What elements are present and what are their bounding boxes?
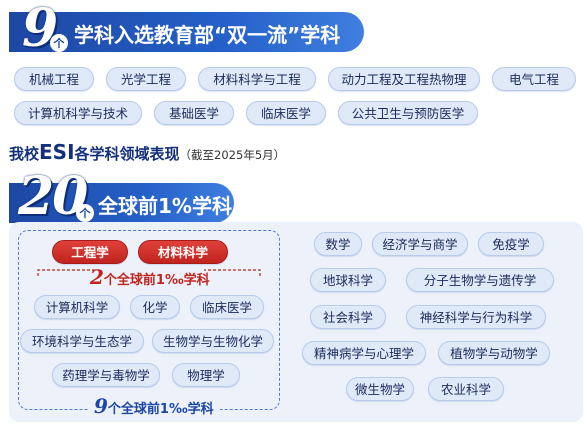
top-permille-bracket	[37, 269, 261, 276]
subject-pill: 农业科学	[428, 377, 504, 401]
subject-pill: 数学	[314, 232, 362, 256]
discipline-pill: 公共卫生与预防医学	[338, 101, 478, 125]
esi-heading: 我校ESI各学科领域表现（截至2025年5月）	[9, 140, 286, 164]
subject-pill: 计算机科学	[34, 295, 120, 319]
section1-number: 9	[22, 0, 58, 59]
section2-number: 20	[18, 166, 88, 227]
subject-pill: 物理学	[172, 363, 240, 387]
section1-title: 学科入选教育部“双一流”学科	[74, 23, 341, 47]
discipline-pill: 材料科学与工程	[198, 67, 316, 91]
subject-pill: 临床医学	[190, 295, 264, 319]
discipline-pill: 电气工程	[492, 67, 576, 91]
top-permille-caption: 2个全球前1‰学科	[90, 265, 210, 289]
subject-pill: 地球科学	[310, 268, 386, 292]
subject-pill: 经济学与商学	[372, 232, 468, 256]
subject-pill: 免疫学	[478, 232, 544, 256]
discipline-pill: 临床医学	[246, 101, 326, 125]
top-permille-pill: 材料科学	[138, 240, 228, 264]
section2-unit: 个	[76, 204, 94, 222]
subject-pill: 化学	[130, 295, 180, 319]
subject-pill: 微生物学	[346, 377, 414, 401]
subject-pill: 分子生物学与遗传学	[406, 268, 554, 292]
subject-pill: 药理学与毒物学	[52, 363, 160, 387]
subject-pill: 社会科学	[310, 305, 386, 329]
top-permille-pill: 工程学	[52, 240, 128, 264]
discipline-pill: 机械工程	[14, 67, 94, 91]
discipline-pill: 基础医学	[154, 101, 234, 125]
section1-banner	[9, 12, 364, 52]
subject-pill: 环境科学与生态学	[20, 329, 144, 353]
subject-pill: 神经科学与行为科学	[406, 305, 546, 329]
section2-banner	[9, 183, 234, 223]
discipline-pill: 动力工程及工程热物理	[328, 67, 480, 91]
subject-pill: 植物学与动物学	[438, 341, 550, 365]
subject-pill: 生物学与生物化学	[152, 329, 274, 353]
section1-unit: 个	[50, 34, 68, 52]
group-caption: 9个全球前1‰学科	[88, 394, 220, 418]
discipline-pill: 光学工程	[106, 67, 186, 91]
section2-title: 全球前1%学科	[98, 194, 232, 218]
subject-pill: 精神病学与心理学	[302, 341, 426, 365]
discipline-pill: 计算机科学与技术	[14, 101, 142, 125]
